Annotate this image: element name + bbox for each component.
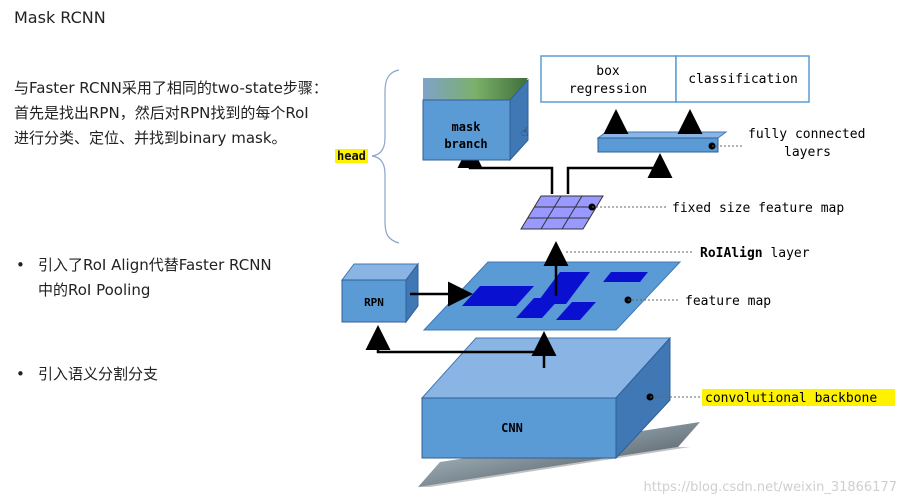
head-tag: head: [335, 149, 368, 163]
fc-label-line-1: fully connected: [748, 127, 865, 142]
feature-rect-3: [536, 272, 590, 304]
bullet-roialign: • 引入了RoI Align代替Faster RCNN 中的RoI Poolin…: [16, 253, 272, 303]
mask-branch-line-2: branch: [444, 137, 487, 151]
rpn-top: [341, 263, 419, 281]
mask-branch-box: [422, 99, 511, 161]
bullet-dot: •: [16, 256, 25, 274]
fixed-size-grid: [520, 195, 604, 230]
rpn-label: RPN: [364, 296, 384, 309]
box-regression-line-1: box: [596, 64, 620, 79]
fc-label-line-2: layers: [784, 145, 831, 160]
fc-layer: [597, 137, 719, 153]
feature-rect-4: [556, 302, 596, 320]
watermark: https://blog.csdn.net/weixin_31866177: [643, 480, 897, 495]
box-regression-line-2: regression: [569, 82, 647, 97]
cnn-front: [421, 397, 617, 459]
feature-rect-5: [603, 272, 648, 282]
cnn-label: CNN: [501, 421, 523, 435]
bullet-segmentation: • 引入语义分割分支: [16, 362, 159, 387]
head-brace: [371, 69, 400, 244]
intro-line-3: 进行分类、定位、并找到binary mask。: [14, 129, 287, 147]
page-title: Mask RCNN: [14, 8, 106, 27]
bullet-1-line-2: 中的RoI Pooling: [38, 281, 151, 299]
classification-box: [675, 55, 810, 103]
arrow-grid-to-fc: [566, 153, 673, 194]
feature-rect-1: [462, 286, 534, 306]
box-regression-box: [540, 55, 677, 103]
arrow-cnn-to-rpn: [365, 325, 544, 354]
backbone-label: convolutional backbone: [705, 391, 877, 406]
intro-line-2: 首先是找出RPN，然后对RPN找到的每个RoI: [14, 104, 309, 122]
bullet-1-line-1: 引入了RoI Align代替Faster RCNN: [38, 256, 272, 274]
hand-cursor-icon: ☝: [521, 125, 528, 139]
intro-line-1: 与Faster RCNN采用了相同的two-state步骤：: [14, 79, 328, 97]
roialign-label: RoIAlign layer: [700, 246, 810, 261]
fixed-size-label: fixed size feature map: [672, 201, 844, 216]
mask-branch-line-1: mask: [452, 120, 482, 134]
intro-paragraph: 与Faster RCNN采用了相同的two-state步骤： 首先是找出RPN，…: [14, 76, 374, 151]
classification-label: classification: [688, 72, 798, 87]
bullet-2-line: 引入语义分割分支: [38, 365, 159, 383]
bullet-dot: •: [16, 365, 25, 383]
rpn-front: [341, 279, 407, 323]
feature-map-label: feature map: [685, 294, 771, 309]
